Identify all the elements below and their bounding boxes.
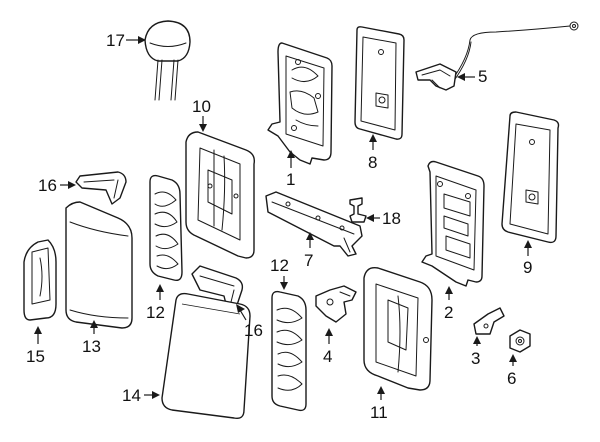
svg-text:7: 7	[304, 251, 313, 270]
callout-8: 8	[368, 134, 377, 172]
callout-10: 10	[192, 97, 211, 132]
callout-3: 3	[471, 336, 481, 368]
callout-9: 9	[523, 240, 532, 277]
grommet-part	[509, 329, 531, 353]
trim-bracket-upper-part	[75, 171, 127, 205]
cross-member-part	[265, 191, 363, 257]
svg-text:3: 3	[471, 349, 480, 368]
callout-6: 6	[507, 354, 517, 388]
svg-text:8: 8	[368, 153, 377, 172]
callout-13: 13	[82, 320, 101, 356]
seatback-frame-right-part	[421, 160, 485, 287]
rear-panel-right-part	[501, 111, 560, 244]
svg-text:17: 17	[106, 31, 125, 50]
callout-11: 11	[370, 386, 388, 422]
svg-text:12: 12	[270, 256, 289, 275]
release-cable-part	[415, 21, 579, 91]
callout-15: 15	[26, 326, 45, 366]
callout-17: 17	[106, 31, 146, 50]
callout-4: 4	[323, 328, 333, 366]
svg-text:16: 16	[38, 176, 57, 195]
seatback-cover-part	[185, 131, 256, 259]
seatback-frame-part	[267, 42, 333, 165]
svg-text:13: 13	[82, 337, 101, 356]
rear-panel-part	[354, 26, 405, 140]
svg-text:15: 15	[26, 347, 45, 366]
callout-7: 7	[304, 232, 314, 270]
svg-text:9: 9	[523, 258, 532, 277]
svg-text:6: 6	[507, 369, 516, 388]
spring-mat-left-part	[149, 174, 183, 282]
headrest-part	[144, 20, 191, 101]
callout-14: 14	[122, 386, 160, 405]
latch-bracket-part	[315, 285, 357, 323]
callout-2: 2	[444, 286, 453, 322]
svg-text:12: 12	[146, 303, 165, 322]
seatback-cover-right-part	[363, 267, 433, 391]
side-cover-part	[23, 239, 57, 321]
svg-text:4: 4	[323, 347, 332, 366]
callout-12-lower: 12	[270, 256, 289, 290]
callout-16-upper: 16	[38, 176, 76, 195]
spring-mat-lower-part	[271, 290, 307, 412]
callout-1: 1	[286, 150, 295, 189]
small-bracket-part	[473, 307, 505, 335]
svg-text:14: 14	[122, 386, 141, 405]
bolt-part	[349, 197, 367, 223]
svg-text:16: 16	[244, 321, 263, 340]
callout-12-left: 12	[146, 284, 165, 322]
svg-text:10: 10	[192, 97, 211, 116]
seatback-board-part	[161, 292, 251, 420]
callout-5: 5	[457, 67, 487, 86]
svg-text:11: 11	[370, 403, 388, 422]
callout-16-lower: 16	[236, 304, 263, 340]
svg-text:5: 5	[478, 67, 487, 86]
svg-text:2: 2	[444, 303, 453, 322]
callout-18: 18	[366, 209, 401, 228]
svg-text:18: 18	[382, 209, 401, 228]
seat-cushion-part	[65, 201, 133, 329]
svg-text:1: 1	[286, 170, 295, 189]
